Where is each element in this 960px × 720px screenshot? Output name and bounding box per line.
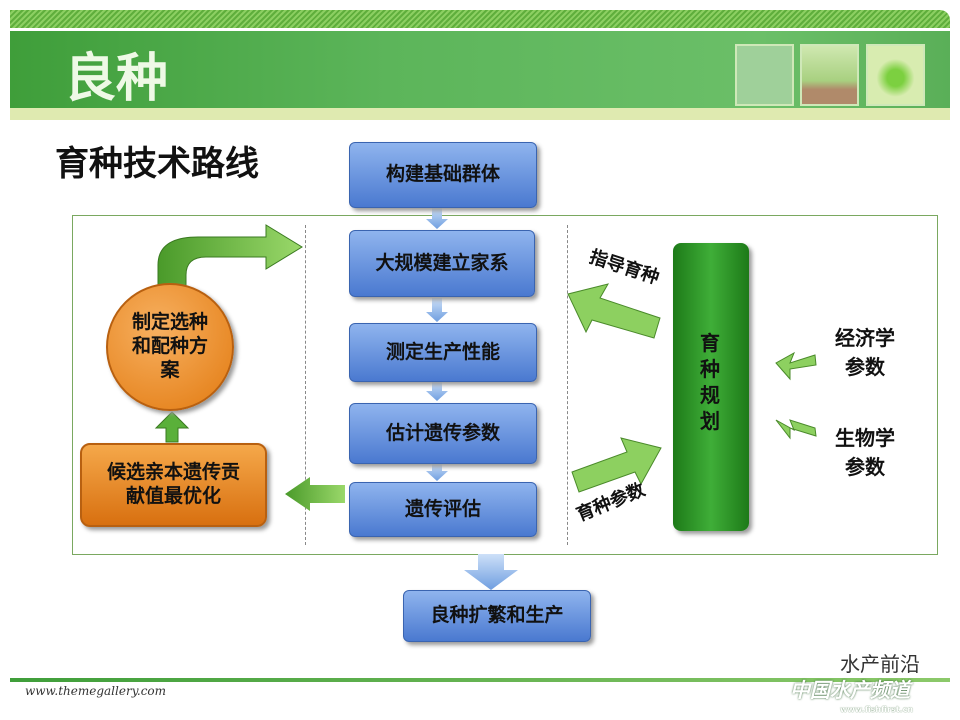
header-title: 良种 [64,49,169,109]
watermark-channel: 中国水产频道 [790,678,910,702]
bio-arrow [775,419,817,440]
thumbnail-sprout [800,44,859,106]
params-arrow [571,437,662,493]
step-build-families: 大规模建立家系 [349,230,535,297]
step-genetic-evaluation: 遗传评估 [349,482,537,537]
footer-bar [10,678,950,682]
breeding-plan-bar [673,243,749,531]
header-stripe [10,10,950,28]
up-arrow [154,411,190,443]
step-build-base-population: 构建基础群体 [349,142,537,208]
biological-params-label: 生物学参数 [835,426,895,479]
watermark-title: 水产前沿 [840,652,920,676]
thumbnail-leaf [866,44,925,106]
output-breeding-production: 良种扩繁和生产 [403,590,591,642]
curved-arrow [157,224,303,296]
step-estimate-parameters: 估计遗传参数 [349,403,537,464]
breeding-plan-label: 育种规划 [700,331,720,433]
selection-plan-circle: 制定选种和配种方案 [106,283,234,411]
down-arrows [426,207,518,590]
parent-optimization-box: 候选亲本遗传贡献值最优化 [80,443,267,527]
diagram-frame [72,215,938,555]
econ-arrow [775,351,817,381]
step-measure-performance: 测定生产性能 [349,323,537,382]
thumbnail-blank [735,44,794,106]
slide-title: 育种技术路线 [55,144,259,184]
economic-params-label: 经济学参数 [835,326,895,379]
guide-arrow [567,283,661,339]
divider-right [567,225,568,545]
divider-left [305,225,306,545]
footer-url: www.themegallery.com [25,684,167,698]
header-underline [10,108,950,120]
left-arrow [285,477,345,511]
watermark-url: www.fishfirst.cn [840,705,914,714]
